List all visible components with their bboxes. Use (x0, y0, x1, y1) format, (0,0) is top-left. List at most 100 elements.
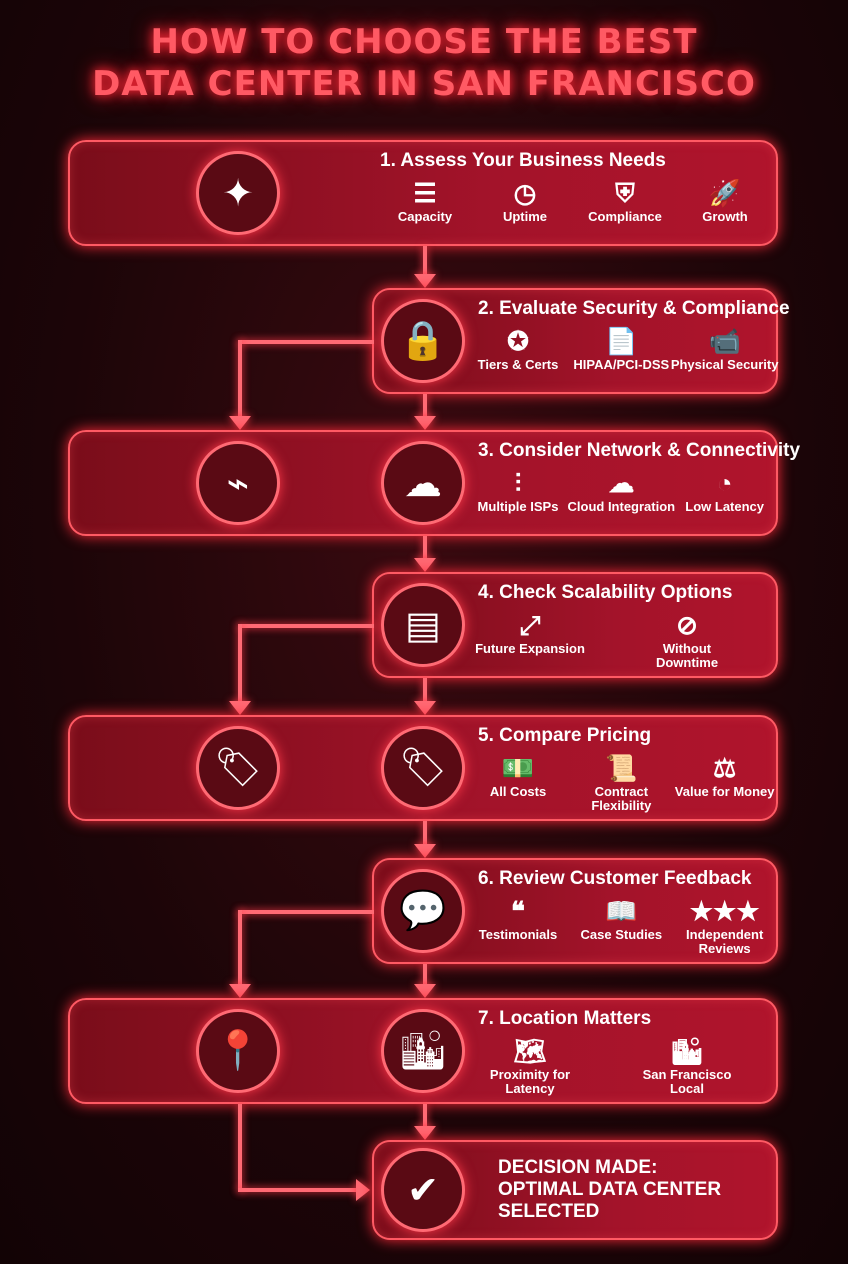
award-icon: ✪ (507, 326, 529, 356)
feature-growth: 🚀Growth (670, 178, 780, 224)
feature-label: Uptime (502, 209, 548, 224)
feature-physical-security: 📹Physical Security (670, 326, 780, 372)
server-icon: ☰ (413, 178, 437, 208)
book-icon: 📖 (605, 896, 638, 926)
checkmark-circle-icon: ✔ (381, 1148, 465, 1232)
feature-label: Cloud Integration (567, 499, 676, 514)
cloud-network-icon: ☁ (381, 441, 465, 525)
money-stack-icon: 💵 (501, 753, 535, 783)
feature-label: Proximity for Latency (489, 1067, 571, 1096)
connector-line (423, 821, 427, 846)
server-expand-icon: ▤ (381, 583, 465, 667)
city-icon: 🏙 (381, 1009, 465, 1093)
branch-line (238, 340, 242, 418)
feature-value-for-money: ⚖Value for Money (670, 753, 780, 799)
feature-low-latency: ◔Low Latency (670, 468, 780, 514)
connector-line (423, 394, 427, 418)
contract-icon: 📜 (605, 753, 638, 783)
feature-label: Case Studies (580, 927, 663, 942)
feature-without-downtime: ⊘Without Downtime (632, 610, 742, 670)
skyline-icon: 🏙 (670, 1036, 704, 1066)
feature-case-studies: 📖Case Studies (566, 896, 676, 942)
feature-label: Capacity (397, 209, 453, 224)
branch-line (238, 910, 374, 914)
step-7-title: 7. Location Matters (478, 1008, 652, 1029)
feature-label: Multiple ISPs (477, 499, 559, 514)
speedometer-icon: ◔ (716, 468, 733, 498)
shield-lock-icon: 🔒 (381, 299, 465, 383)
branch-line (238, 624, 374, 628)
feature-future-expansion: ⤢Future Expansion (475, 610, 585, 656)
step-5-title: 5. Compare Pricing (478, 725, 652, 746)
feature-compliance: ⛨Compliance (570, 178, 680, 224)
feature-independent-reviews: ★★★Independent Reviews (670, 896, 780, 956)
brain-growth-icon: ✦ (196, 151, 280, 235)
feature-label: Growth (702, 209, 748, 224)
title-line-2: DATA CENTER IN SAN FRANCISCO (92, 64, 756, 104)
arrow-down-icon (414, 1126, 436, 1140)
fiber-cable-icon: ⌁ (196, 441, 280, 525)
feature-label: Tiers & Certs (477, 357, 559, 372)
feature-label: All Costs (489, 784, 547, 799)
feature-contract-flexibility: 📜Contract Flexibility (566, 753, 676, 813)
cloud-icon: ☁ (608, 468, 635, 498)
decision-text: DECISION MADE: OPTIMAL DATA CENTER SELEC… (498, 1157, 722, 1222)
title-line-1: HOW TO CHOOSE THE BEST (150, 22, 698, 62)
feature-tiers-certs: ✪Tiers & Certs (463, 326, 573, 372)
stars-icon: ★★★ (689, 896, 760, 926)
scales-icon: ⚖ (713, 753, 737, 783)
feature-label: Compliance (588, 209, 662, 224)
feature-label: Contract Flexibility (591, 784, 652, 813)
shield-check-icon: ⛨ (615, 178, 635, 208)
branch-line (238, 1188, 358, 1192)
arrow-down-icon (414, 274, 436, 288)
feature-hipaa-pci-dss: 📄HIPAA/PCI-DSS (566, 326, 676, 372)
step-1-box (68, 140, 778, 246)
branch-line (238, 910, 242, 986)
connector-line (423, 246, 427, 276)
connector-line (423, 678, 427, 703)
feature-label: Physical Security (670, 357, 779, 372)
expand-icon: ⤢ (519, 610, 541, 640)
feature-proximity-for-latency: 🗺Proximity for Latency (475, 1036, 585, 1096)
feature-label: Future Expansion (475, 641, 585, 656)
document-check-icon: 📄 (605, 326, 638, 356)
feature-multiple-isps: ⫶Multiple ISPs (463, 468, 573, 514)
feature-testimonials: ❝Testimonials (463, 896, 573, 942)
feature-uptime: ◷Uptime (470, 178, 580, 224)
connector-line (423, 1104, 427, 1128)
arrow-down-icon (414, 558, 436, 572)
no-power-icon: ⊘ (676, 610, 698, 640)
rocket-icon: 🚀 (708, 178, 742, 208)
price-tag-icon: 🏷 (196, 726, 280, 810)
camera-icon: 📹 (708, 326, 741, 356)
cables-icon: ⫶ (514, 468, 522, 498)
feature-all-costs: 💵All Costs (463, 753, 573, 799)
feature-san-francisco-local: 🏙San Francisco Local (632, 1036, 742, 1096)
feature-label: San Francisco Local (642, 1067, 732, 1096)
feature-label: HIPAA/PCI-DSS (573, 357, 670, 372)
arrow-down-icon (229, 701, 251, 715)
step-4-title: 4. Check Scalability Options (478, 582, 733, 603)
chat-review-icon: 💬 (381, 869, 465, 953)
step-2-title: 2. Evaluate Security & Compliance (478, 298, 790, 319)
arrow-down-icon (414, 416, 436, 430)
feature-label: Value for Money (674, 784, 775, 799)
feature-label: Testimonials (478, 927, 558, 942)
quote-bubble-icon: ❝ (511, 896, 525, 926)
arrow-down-icon (414, 844, 436, 858)
branch-line (238, 340, 374, 344)
map-icon: 🗺 (513, 1036, 547, 1066)
feature-label: Without Downtime (655, 641, 719, 670)
arrow-down-icon (414, 984, 436, 998)
branch-line (238, 624, 242, 703)
feature-label: Low Latency (685, 499, 765, 514)
arrow-down-icon (229, 416, 251, 430)
arrow-down-icon (229, 984, 251, 998)
step-3-title: 3. Consider Network & Connectivity (478, 440, 801, 461)
arrow-down-icon (414, 701, 436, 715)
feature-label: Independent Reviews (686, 927, 764, 956)
connector-line (423, 964, 427, 986)
branch-line (238, 1104, 242, 1192)
connector-line (423, 536, 427, 560)
